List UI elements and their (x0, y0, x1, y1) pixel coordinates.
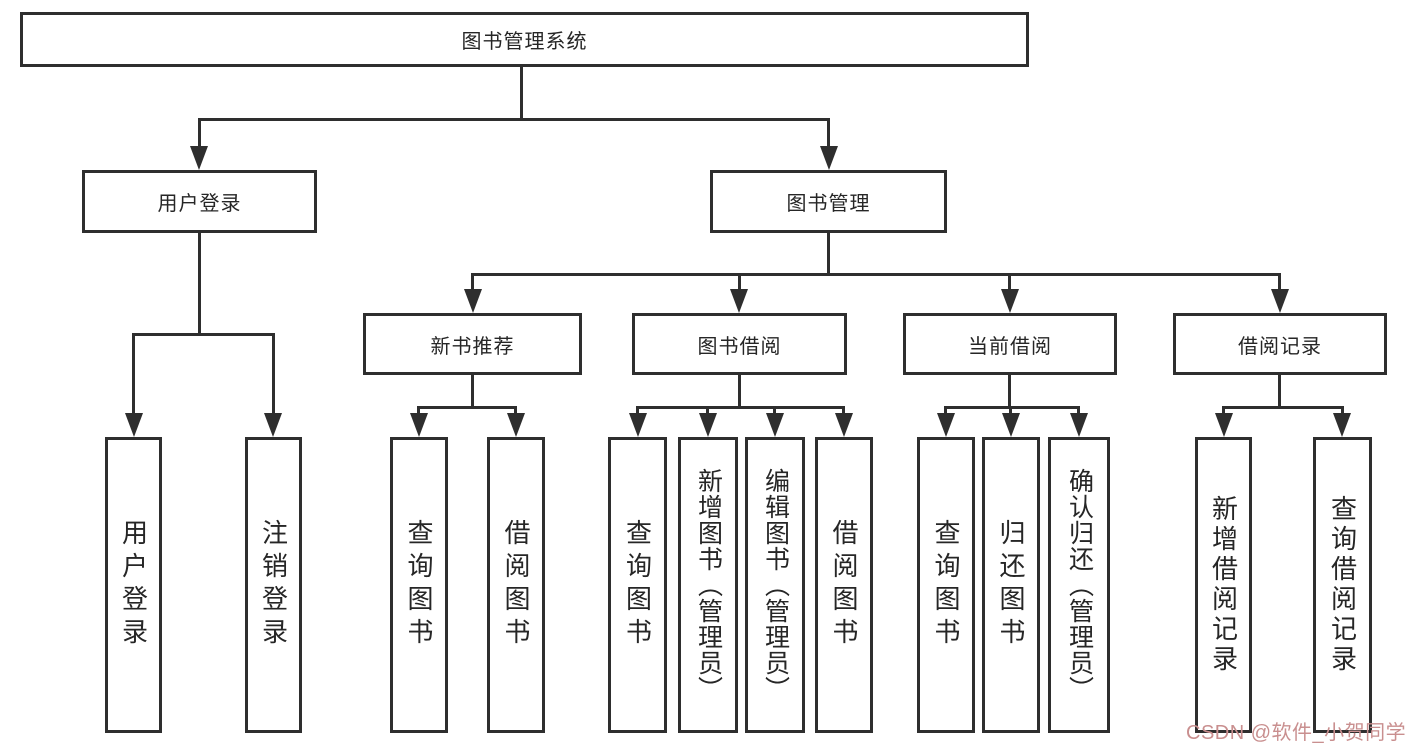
connector (827, 121, 830, 148)
leaf-query-books-3: 查询图书 (917, 437, 975, 733)
node-user-login: 用户登录 (82, 170, 317, 233)
arrowhead-down-icon (1002, 413, 1020, 437)
connector (1222, 406, 1344, 409)
leaf-user-login: 用户登录 (105, 437, 162, 733)
connector (636, 406, 845, 409)
arrowhead-down-icon (507, 413, 525, 437)
arrowhead-down-icon (730, 289, 748, 313)
node-new-book-recommend: 新书推荐 (363, 313, 582, 375)
connector (471, 276, 474, 290)
connector (827, 233, 830, 273)
connector (1278, 375, 1281, 406)
arrowhead-down-icon (125, 413, 143, 437)
arrowhead-down-icon (1333, 413, 1351, 437)
connector (471, 375, 474, 406)
leaf-edit-book-admin: 编辑图书（管理员） (745, 437, 805, 733)
connector (198, 121, 201, 148)
connector (738, 375, 741, 406)
arrowhead-down-icon (1070, 413, 1088, 437)
node-root: 图书管理系统 (20, 12, 1029, 67)
connector (198, 118, 830, 121)
connector (944, 406, 1080, 409)
arrowhead-down-icon (937, 413, 955, 437)
arrowhead-down-icon (1271, 289, 1289, 313)
leaf-add-borrow-record: 新增借阅记录 (1195, 437, 1252, 733)
connector (471, 273, 1281, 276)
arrowhead-down-icon (1215, 413, 1233, 437)
arrowhead-down-icon (464, 289, 482, 313)
connector (1008, 276, 1011, 290)
node-borrow-records: 借阅记录 (1173, 313, 1387, 375)
leaf-query-books-1: 查询图书 (390, 437, 448, 733)
leaf-logout: 注销登录 (245, 437, 302, 733)
arrowhead-down-icon (190, 146, 208, 170)
leaf-query-borrow-record: 查询借阅记录 (1313, 437, 1372, 733)
leaf-return-books: 归还图书 (982, 437, 1040, 733)
arrowhead-down-icon (766, 413, 784, 437)
arrowhead-down-icon (699, 413, 717, 437)
arrowhead-down-icon (410, 413, 428, 437)
leaf-borrow-books-1: 借阅图书 (487, 437, 545, 733)
connector (272, 336, 275, 416)
connector (738, 276, 741, 290)
node-book-borrow: 图书借阅 (632, 313, 847, 375)
arrowhead-down-icon (820, 146, 838, 170)
leaf-query-books-2: 查询图书 (608, 437, 667, 733)
arrowhead-down-icon (629, 413, 647, 437)
node-book-management: 图书管理 (710, 170, 947, 233)
node-current-borrow: 当前借阅 (903, 313, 1117, 375)
connector (1278, 276, 1281, 290)
connector (132, 336, 135, 416)
arrowhead-down-icon (1001, 289, 1019, 313)
connector (520, 67, 523, 118)
arrowhead-down-icon (835, 413, 853, 437)
arrowhead-down-icon (264, 413, 282, 437)
connector (1008, 375, 1011, 406)
connector (198, 233, 201, 333)
csdn-watermark: CSDN @软件_小贺同学 (1186, 722, 1405, 744)
leaf-confirm-return-admin: 确认归还（管理员） (1048, 437, 1110, 733)
connector (417, 406, 517, 409)
leaf-add-book-admin: 新增图书（管理员） (678, 437, 738, 733)
leaf-borrow-books-2: 借阅图书 (815, 437, 873, 733)
connector (132, 333, 275, 336)
